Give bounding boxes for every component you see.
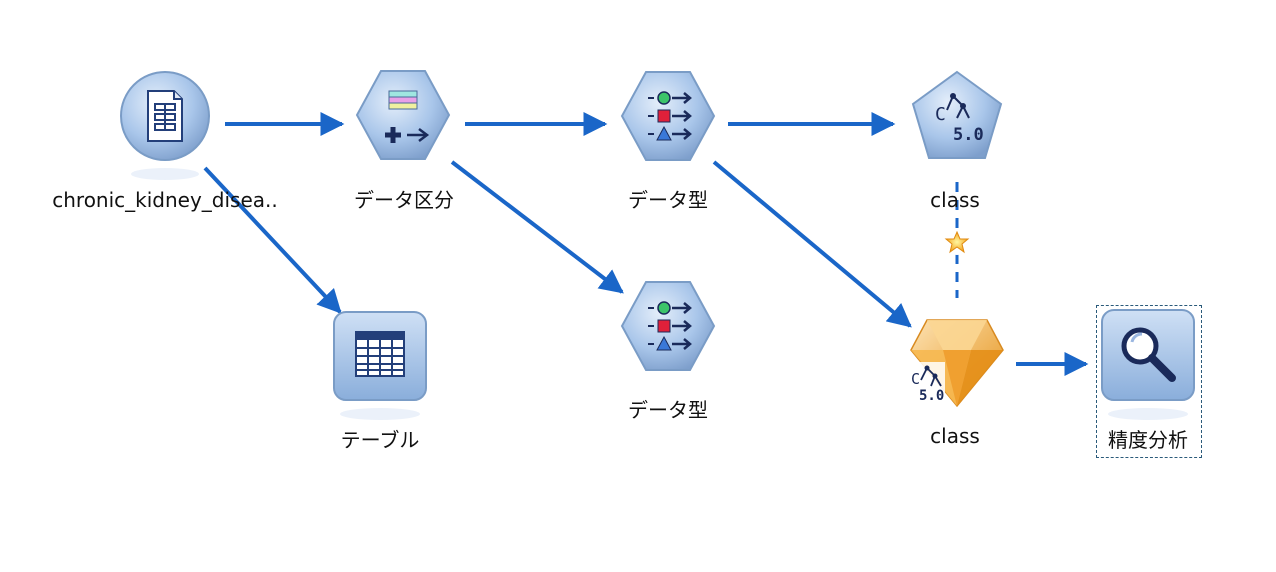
svg-text:5.0: 5.0 bbox=[919, 388, 944, 404]
node-table[interactable] bbox=[333, 311, 427, 420]
svg-text:5.0: 5.0 bbox=[953, 125, 984, 145]
node-c50-builder[interactable]: C 5.0 bbox=[911, 70, 1003, 159]
node-analysis[interactable] bbox=[1101, 309, 1195, 420]
analysis-icon bbox=[1121, 327, 1176, 382]
label-table[interactable]: テーブル bbox=[340, 428, 420, 452]
label-type-1[interactable]: データ型 bbox=[628, 188, 708, 212]
label-c50-nugget[interactable]: class bbox=[930, 424, 980, 448]
node-type-2[interactable] bbox=[620, 281, 716, 371]
refresh-star-icon bbox=[944, 230, 970, 255]
node-type-1[interactable] bbox=[620, 71, 716, 161]
link-type1-nugget[interactable] bbox=[712, 160, 912, 328]
link-partition-type2[interactable] bbox=[450, 160, 624, 294]
partition-icon bbox=[385, 90, 430, 143]
analysis-selection-box bbox=[1096, 305, 1202, 458]
table-icon bbox=[355, 331, 405, 377]
type-icon bbox=[648, 301, 692, 351]
node-partition[interactable] bbox=[355, 70, 451, 160]
label-analysis[interactable]: 精度分析 bbox=[1108, 428, 1188, 452]
c50-model-nugget-icon: C 5.0 bbox=[911, 362, 945, 404]
file-source-icon bbox=[147, 90, 183, 142]
type-icon bbox=[648, 91, 692, 141]
label-type-2[interactable]: データ型 bbox=[628, 398, 708, 422]
svg-text:C: C bbox=[911, 370, 920, 388]
c50-modeling-icon: C 5.0 bbox=[935, 93, 984, 145]
node-source[interactable] bbox=[120, 71, 210, 180]
link-source-table[interactable] bbox=[203, 166, 342, 314]
node-c50-nugget[interactable]: C 5.0 bbox=[910, 319, 1004, 408]
label-partition[interactable]: データ区分 bbox=[354, 188, 454, 212]
svg-text:C: C bbox=[935, 104, 946, 125]
label-source[interactable]: chronic_kidney_disea.. bbox=[52, 188, 278, 212]
label-c50-builder[interactable]: class bbox=[930, 188, 980, 212]
